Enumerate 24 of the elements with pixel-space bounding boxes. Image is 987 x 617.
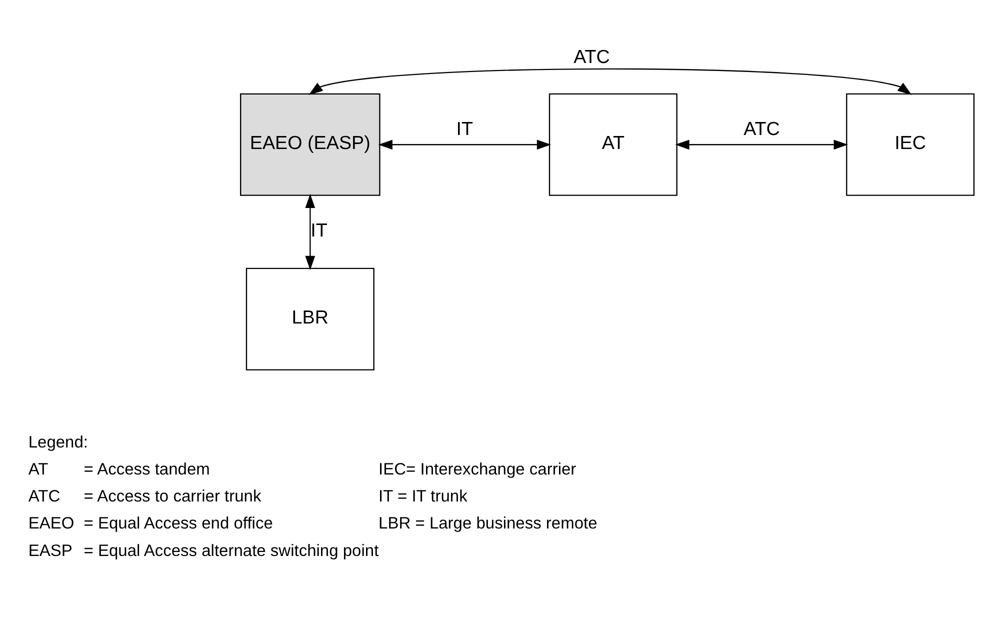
label: LBR = Large business remote bbox=[378, 514, 598, 532]
edge-label: IT bbox=[310, 218, 328, 240]
arrow bbox=[675, 139, 848, 150]
label: ATC bbox=[28, 487, 60, 506]
label: EASP bbox=[28, 541, 72, 560]
node-box: AT bbox=[548, 92, 678, 196]
label: AT bbox=[28, 460, 48, 478]
label: Legend: bbox=[28, 432, 88, 451]
node-box: LBR bbox=[246, 267, 374, 370]
label: = Access tandem bbox=[84, 460, 210, 478]
label: = Access to carrier trunk bbox=[84, 487, 262, 506]
edge-label: ATC bbox=[744, 117, 780, 138]
label: IEC= Interexchange carrier bbox=[378, 460, 576, 478]
arrow bbox=[305, 193, 316, 270]
edge-label: IT bbox=[456, 117, 473, 138]
node-box: IEC bbox=[846, 92, 975, 196]
node-box: EAEO (EASP) bbox=[240, 92, 380, 196]
arrow bbox=[308, 68, 912, 94]
label: EAEO bbox=[28, 514, 74, 532]
label: = Equal Access alternate switching point bbox=[84, 541, 379, 560]
label: IT = IT trunk bbox=[378, 487, 468, 506]
edge-label: ATC bbox=[574, 45, 610, 66]
label: = Equal Access end office bbox=[84, 514, 273, 532]
arrow bbox=[378, 139, 552, 150]
